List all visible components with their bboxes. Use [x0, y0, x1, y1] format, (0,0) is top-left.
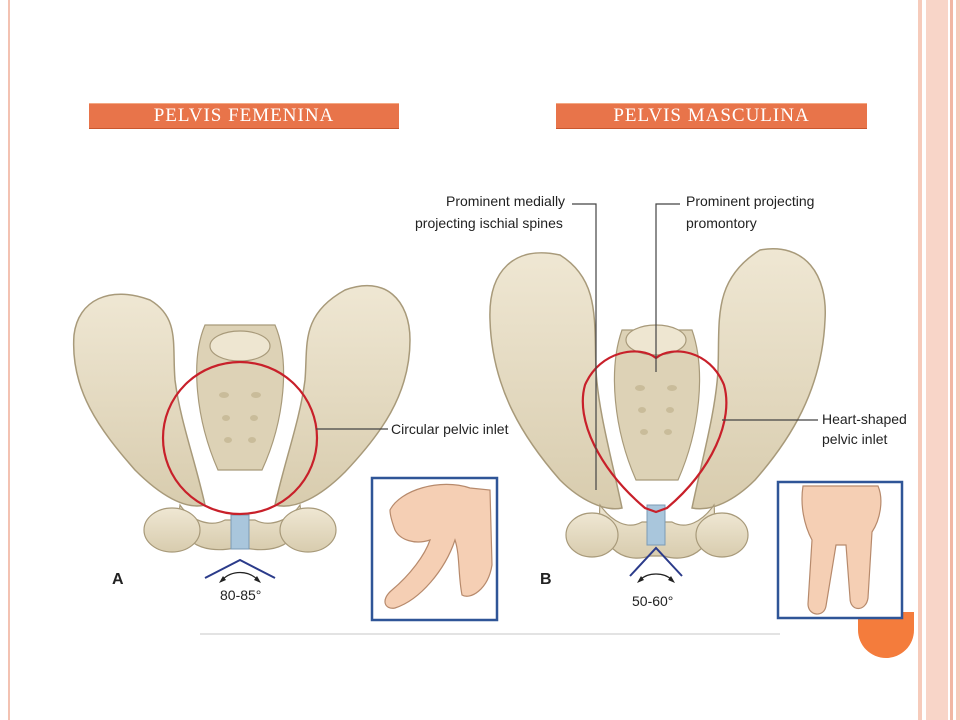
left-obturator-region: [143, 507, 201, 553]
sacral-foramen: [666, 407, 674, 413]
male-pelvis-label: PELVIS MASCULINA: [556, 103, 867, 129]
border-stripe: [926, 0, 948, 720]
left-ilium: [72, 293, 206, 507]
heart-shaped-pelvic-inlet-outline: [581, 350, 728, 514]
pubic-symphysis: [230, 514, 250, 550]
border-stripe: [956, 0, 960, 720]
figure-b-angle: 50-60°: [632, 593, 673, 609]
hand-inset-b: [776, 480, 904, 620]
hand-illustration-b: [801, 485, 882, 615]
female-pelvis-label: PELVIS FEMENINA: [89, 103, 399, 129]
heart-inlet-label-line-1: Heart-shaped: [822, 411, 907, 427]
heart-inlet-label-line-2: pelvic inlet: [822, 431, 887, 447]
sacral-foramen: [248, 437, 256, 443]
figure-a-inlet-label: Circular pelvic inlet: [391, 421, 509, 437]
spines-leader-line: [572, 203, 597, 490]
arrowhead: [254, 576, 261, 583]
hand-inset-a: [370, 476, 499, 622]
sacral-foramen: [219, 392, 229, 398]
angle-arrow: [221, 571, 259, 581]
sacrum: [613, 329, 701, 481]
sacral-foramen: [251, 392, 261, 398]
promontory-label-line-1: Prominent projecting: [686, 193, 814, 209]
sacral-foramen: [667, 385, 677, 391]
angle-arrow: [639, 573, 673, 581]
right-decorative-border: [918, 0, 960, 720]
pubic-symphysis: [646, 504, 666, 546]
sacral-foramen: [224, 437, 232, 443]
figure-a-letter: A: [112, 571, 124, 588]
left-border-line: [8, 0, 10, 720]
right-obturator-region: [695, 512, 749, 558]
left-obturator-region: [565, 512, 619, 558]
arrowhead: [668, 576, 675, 583]
sacral-foramen: [635, 385, 645, 391]
promontory-label-line-2: promontory: [686, 215, 757, 231]
right-ilium: [274, 284, 411, 507]
circular-pelvic-inlet-outline: [161, 360, 319, 516]
sacral-foramen: [638, 407, 646, 413]
spines-label-line-1: Prominent medially: [446, 193, 565, 209]
right-ilium: [691, 248, 826, 510]
vertebra-body: [209, 330, 271, 362]
hand-illustration-a: [384, 483, 493, 609]
left-ilium: [489, 252, 623, 510]
spines-label-line-2: projecting ischial spines: [415, 215, 563, 231]
promontory-leader-line: [655, 203, 680, 372]
border-stripe: [950, 0, 953, 720]
sacral-foramen: [250, 415, 258, 421]
male-pelvis-illustration: [489, 203, 826, 583]
sacral-foramen: [640, 429, 648, 435]
figure-b-letter: B: [540, 571, 552, 588]
arrowhead: [219, 576, 226, 583]
border-stripe: [918, 0, 922, 720]
right-obturator-region: [279, 507, 337, 553]
subpubic-angle-curve: [629, 546, 683, 577]
page-marker-circle: [858, 612, 914, 658]
sacral-foramen: [664, 429, 672, 435]
sacrum: [196, 324, 285, 471]
figure-a-angle: 80-85°: [220, 587, 261, 603]
sacral-foramen: [222, 415, 230, 421]
arrowhead: [637, 576, 644, 583]
subpubic-angle-curve: [204, 558, 276, 579]
female-pelvis-illustration: [72, 284, 411, 583]
